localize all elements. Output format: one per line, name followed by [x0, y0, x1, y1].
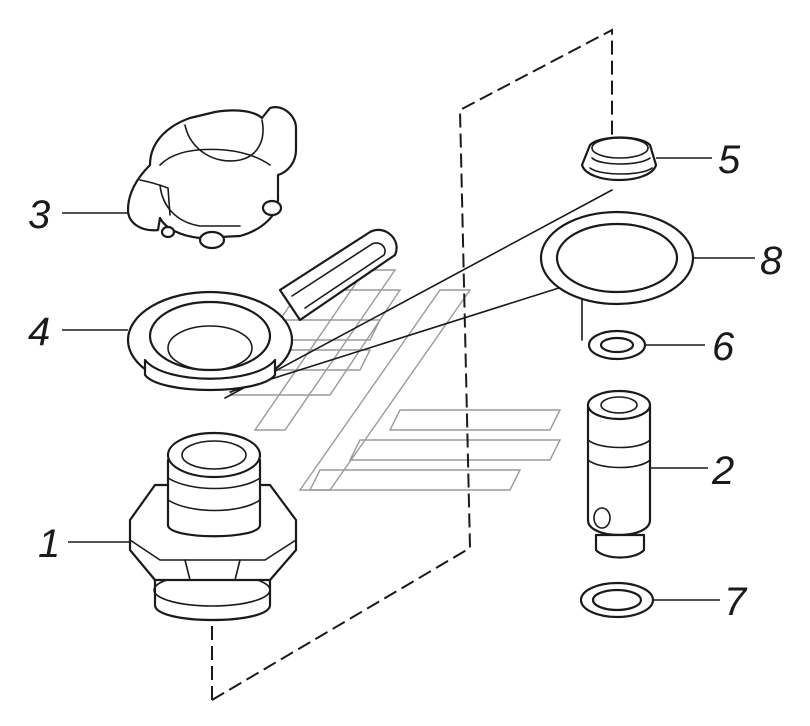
part-3-wing-cap [126, 106, 298, 250]
leader-lines [62, 157, 755, 601]
callout-6: 6 [712, 325, 735, 369]
callout-1: 1 [38, 522, 60, 566]
part-6-small-oring [587, 329, 647, 361]
part-2-valve-core [586, 389, 652, 559]
part-7-bottom-oring [579, 581, 655, 619]
part-8-large-oring [539, 210, 695, 306]
projection-lines [224, 189, 613, 399]
assembly-dashed-lines [211, 28, 613, 701]
callout-3: 3 [28, 193, 50, 237]
callout-8: 8 [760, 239, 783, 283]
callout-7: 7 [724, 580, 748, 624]
callout-4: 4 [28, 310, 50, 354]
watermark-logo [228, 269, 562, 491]
callout-5: 5 [718, 138, 741, 182]
part-1-hex-fitting [128, 431, 298, 622]
part-5-threaded-nut [580, 136, 658, 181]
part-4-tab-washer [126, 228, 398, 392]
callout-2: 2 [711, 449, 734, 493]
callout-labels: 3 4 1 5 8 6 2 7 [28, 138, 783, 624]
